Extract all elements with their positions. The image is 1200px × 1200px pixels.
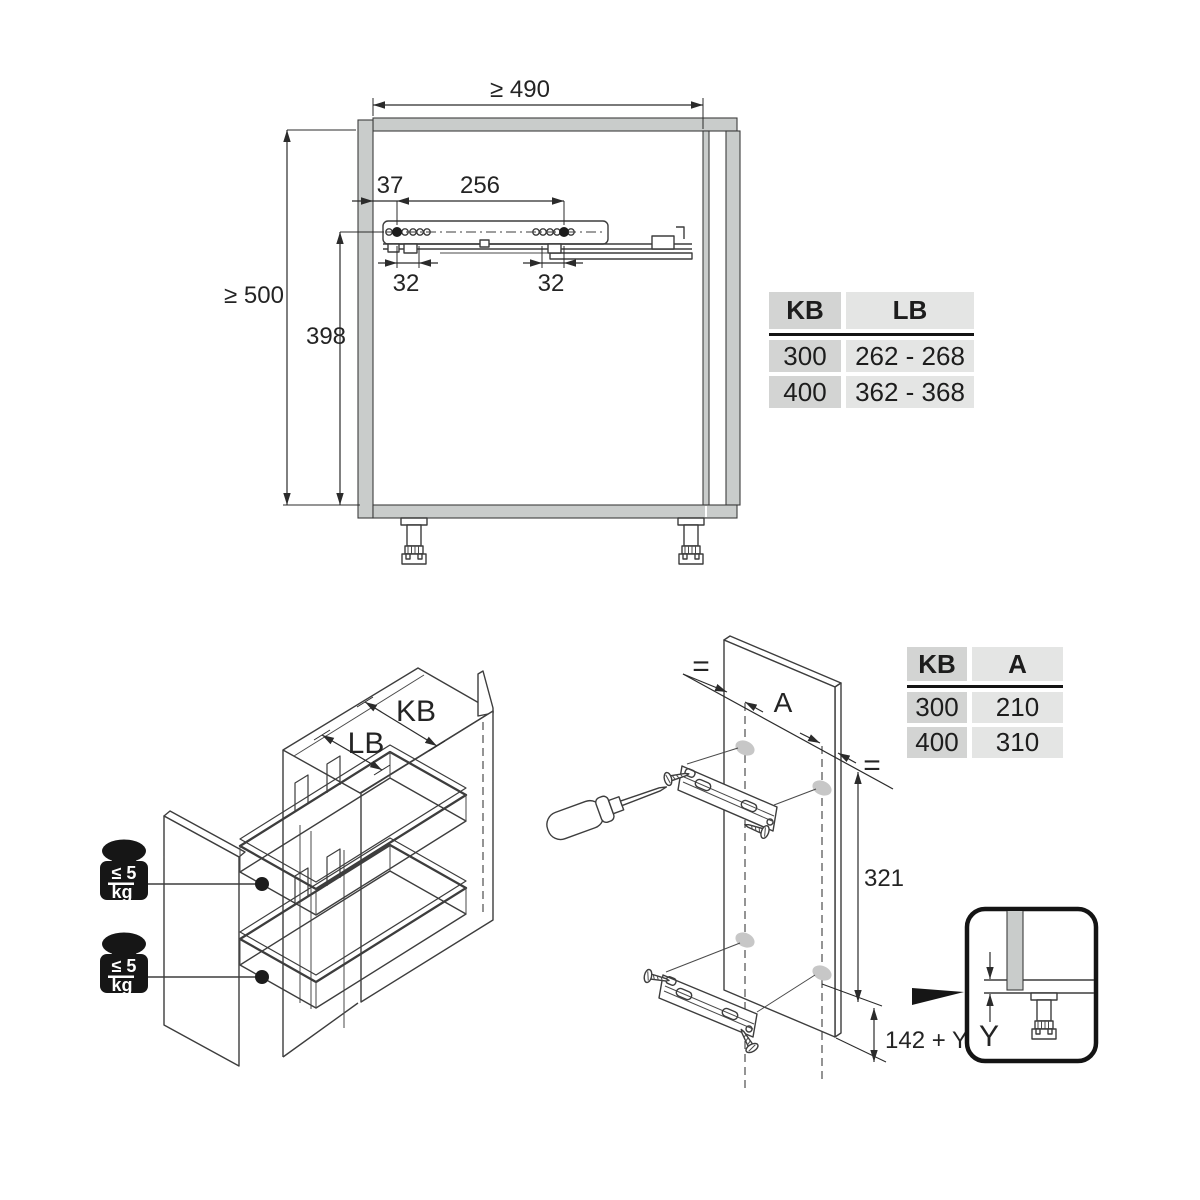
- table-cell: 400: [769, 376, 841, 408]
- table-cell: 262 - 268: [846, 340, 974, 372]
- table-header-divider: [769, 333, 974, 336]
- detail-gap-label: Y: [979, 1020, 999, 1053]
- load-limit-badge-2: ≤ 5 kg: [100, 932, 269, 995]
- table-cell: 210: [972, 692, 1063, 723]
- table-cell: 300: [907, 692, 967, 723]
- screwdriver-icon: [546, 786, 668, 841]
- cabinet-side-panel: [360, 710, 494, 1003]
- table-cell: 362 - 368: [846, 376, 974, 408]
- table-header-kb: KB: [907, 647, 967, 681]
- lower-height-dimension: 142 + Y: [885, 1027, 968, 1054]
- detail-pointer-arrow: [912, 988, 964, 1005]
- load-limit-unit: kg: [111, 882, 132, 902]
- equal-mark-right: =: [863, 749, 881, 782]
- front-setback-dimension: 37: [377, 172, 404, 199]
- table-header-lb: LB: [846, 292, 974, 329]
- drawer-runner-drawing: [382, 220, 693, 260]
- hole-distance-dimension: 256: [460, 172, 500, 199]
- leveling-foot-right: [677, 517, 705, 565]
- mounting-bracket-upper: [677, 747, 817, 832]
- load-limit-value: ≤ 5: [112, 956, 137, 976]
- load-limit-unit: kg: [111, 975, 132, 995]
- table-header-divider: [907, 685, 1063, 688]
- leveling-foot-left: [400, 517, 428, 565]
- detail-callout-box: Y: [964, 906, 1099, 1064]
- table-cell: 400: [907, 727, 967, 758]
- table-row: 300 210: [907, 692, 1063, 723]
- cabinet-width-label: KB: [396, 695, 436, 728]
- pullout-isometric-drawing: KB LB ≤ 5 kg ≤ 5 kg: [100, 667, 494, 1067]
- table-cell: 300: [769, 340, 841, 372]
- table-row: 300 262 - 268: [769, 340, 974, 372]
- load-limit-value: ≤ 5: [112, 863, 137, 883]
- basket-reference-dot: [255, 877, 269, 891]
- door-mounting-drawing: = = A 321 142 + Y: [546, 635, 1099, 1090]
- min-width-dimension: ≥ 490: [490, 76, 550, 103]
- min-height-dimension: ≥ 500: [224, 282, 284, 309]
- clear-width-label: LB: [348, 727, 385, 760]
- table-cell: 310: [972, 727, 1063, 758]
- table-row: 400 310: [907, 727, 1063, 758]
- table-header-row: KB LB: [769, 292, 974, 329]
- bracket-position-table: KB A 300 210 400 310: [907, 647, 1063, 758]
- dimension-lines-top: [283, 98, 704, 506]
- pitch-right-dimension: 32: [538, 270, 565, 297]
- hole-span-label: A: [774, 687, 793, 718]
- table-header-a: A: [972, 647, 1063, 681]
- load-limit-badge-1: ≤ 5 kg: [100, 839, 269, 902]
- pitch-left-dimension: 32: [393, 270, 420, 297]
- mounting-bracket-lower: [658, 942, 816, 1038]
- table-header-kb: KB: [769, 292, 841, 329]
- runner-size-table: KB LB 300 262 - 268 400 362 - 368: [769, 292, 974, 408]
- cabinet-section-drawing: ≥ 490 ≥ 500 398 37 256 32 32: [224, 76, 741, 565]
- basket-reference-dot: [255, 970, 269, 984]
- door-panel: [163, 815, 240, 1067]
- equal-mark-left: =: [692, 650, 710, 683]
- rail-height-dimension: 398: [306, 323, 346, 350]
- table-row: 400 362 - 368: [769, 376, 974, 408]
- table-header-row: KB A: [907, 647, 1063, 681]
- upper-height-dimension: 321: [864, 865, 904, 892]
